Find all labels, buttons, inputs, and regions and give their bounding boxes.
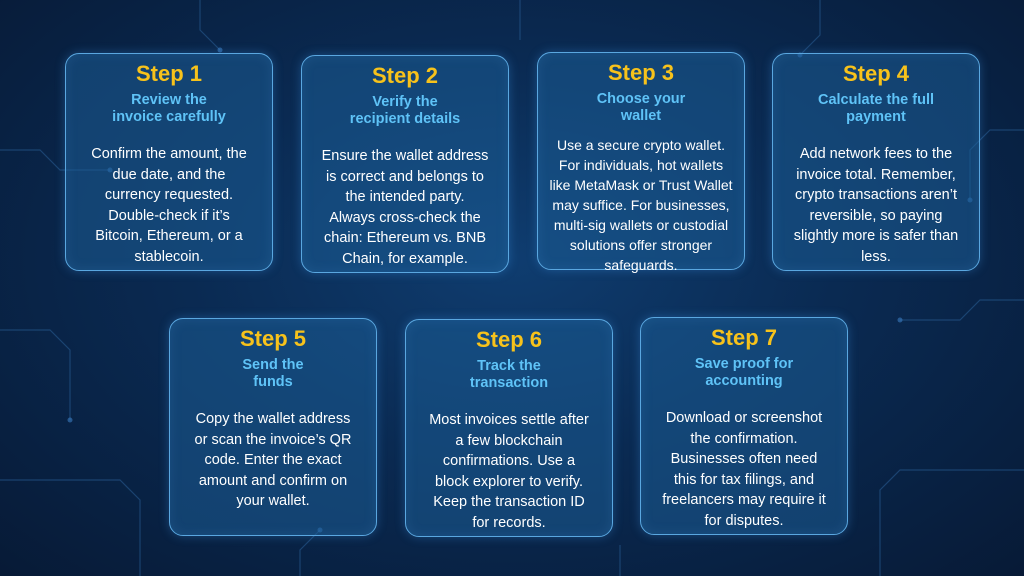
step-4-heading: Calculate the full payment — [817, 92, 935, 125]
step-6-title: Step 6 — [475, 327, 543, 352]
step-2-heading: Verify the recipient details — [349, 94, 461, 127]
step-5-card: Step 5 Send the funds Copy the wallet ad… — [169, 318, 377, 536]
step-5-title: Step 5 — [239, 326, 307, 351]
step-3-heading: Choose your wallet — [596, 91, 686, 124]
step-2-body: Ensure the wallet address is correct and… — [321, 148, 489, 267]
step-3-title: Step 3 — [607, 60, 675, 85]
step-4-card: Step 4 Calculate the full payment Add ne… — [772, 53, 980, 271]
step-6-heading: Track the transaction — [469, 358, 549, 391]
step-6-body: Most invoices settle after a few blockch… — [429, 412, 589, 531]
step-4-title: Step 4 — [842, 61, 910, 86]
step-5-heading: Send the funds — [242, 357, 304, 390]
step-3-body: Use a secure crypto wallet. For individu… — [549, 137, 733, 273]
step-1-heading: Review the invoice carefully — [112, 92, 226, 125]
step-1-title: Step 1 — [135, 61, 203, 86]
step-7-title: Step 7 — [710, 325, 778, 350]
step-1-body: Confirm the amount, the due date, and th… — [91, 146, 247, 265]
step-7-body: Download or screenshot the confirmation.… — [662, 410, 826, 529]
step-3-card: Step 3 Choose your wallet Use a secure c… — [537, 52, 745, 273]
step-2-title: Step 2 — [371, 63, 439, 88]
step-5-body: Copy the wallet address or scan the invo… — [194, 411, 352, 509]
step-4-body: Add network fees to the invoice total. R… — [793, 146, 959, 265]
step-7-heading: Save proof for accounting — [694, 356, 794, 389]
step-7-card: Step 7 Save proof for accounting Downloa… — [640, 317, 848, 535]
step-1-card: Step 1 Review the invoice carefully Conf… — [65, 53, 273, 271]
step-6-card: Step 6 Track the transaction Most invoic… — [405, 319, 613, 537]
step-2-card: Step 2 Verify the recipient details Ensu… — [301, 55, 509, 273]
